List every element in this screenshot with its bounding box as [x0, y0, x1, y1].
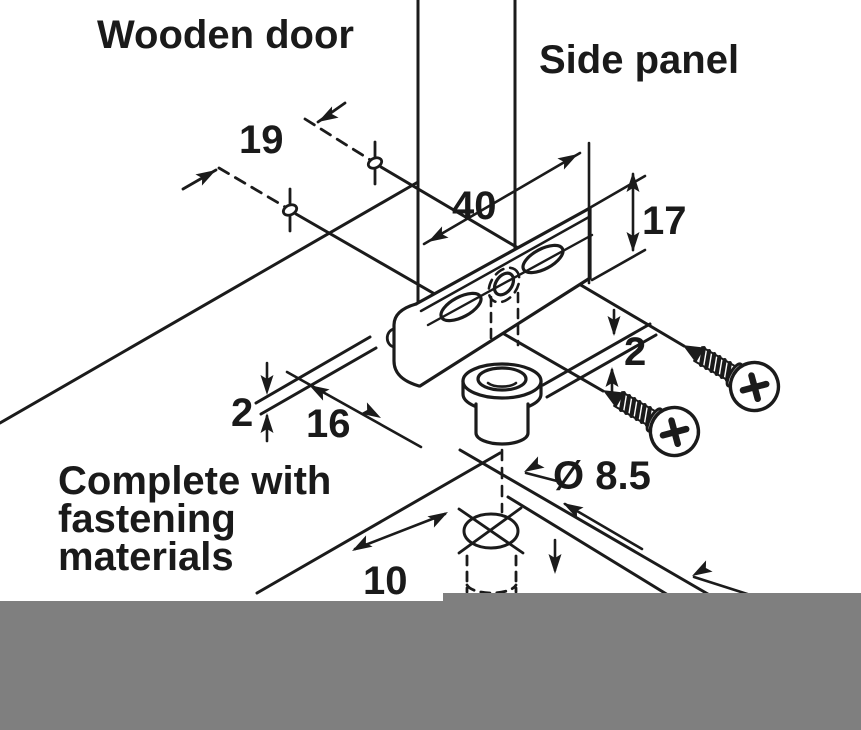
screw-1 [682, 345, 781, 413]
dim-19-label: 19 [239, 118, 284, 162]
bushing [461, 362, 543, 446]
dim-40-group [422, 141, 591, 285]
wooden-door-label: Wooden door [97, 13, 354, 57]
dim-40-label: 40 [452, 184, 497, 228]
dim-2-16-group [254, 335, 423, 449]
base-panel [255, 448, 715, 599]
side-panel-edges [416, 0, 517, 305]
dim-2-left-label: 2 [231, 391, 254, 435]
dimension-arrowheads [195, 106, 713, 576]
hole-centerline [426, 233, 594, 327]
side-panel-label: Side panel [539, 38, 740, 82]
right-slot-hole [521, 243, 565, 275]
door-edge-line [0, 180, 420, 425]
dim-17-label: 17 [642, 199, 687, 243]
complete-with-label: Complete with fastening materials [58, 459, 332, 579]
dim-16-label: 16 [306, 402, 351, 446]
drill-position-marker [281, 140, 384, 233]
hidden-bushing-dashed [465, 554, 518, 595]
complete-line-2: fastening [58, 497, 236, 541]
complete-line-1: Complete with [58, 459, 332, 503]
gray-bar [0, 593, 861, 730]
dim-2-right-label: 2 [624, 330, 647, 374]
dim-diameter-label: Ø 8.5 [553, 454, 651, 498]
dim-10-label: 10 [363, 559, 408, 603]
complete-line-3: materials [58, 535, 234, 579]
dim-10-group [353, 512, 447, 551]
screw-2 [602, 390, 701, 458]
hole-projection-dashed [489, 291, 520, 347]
